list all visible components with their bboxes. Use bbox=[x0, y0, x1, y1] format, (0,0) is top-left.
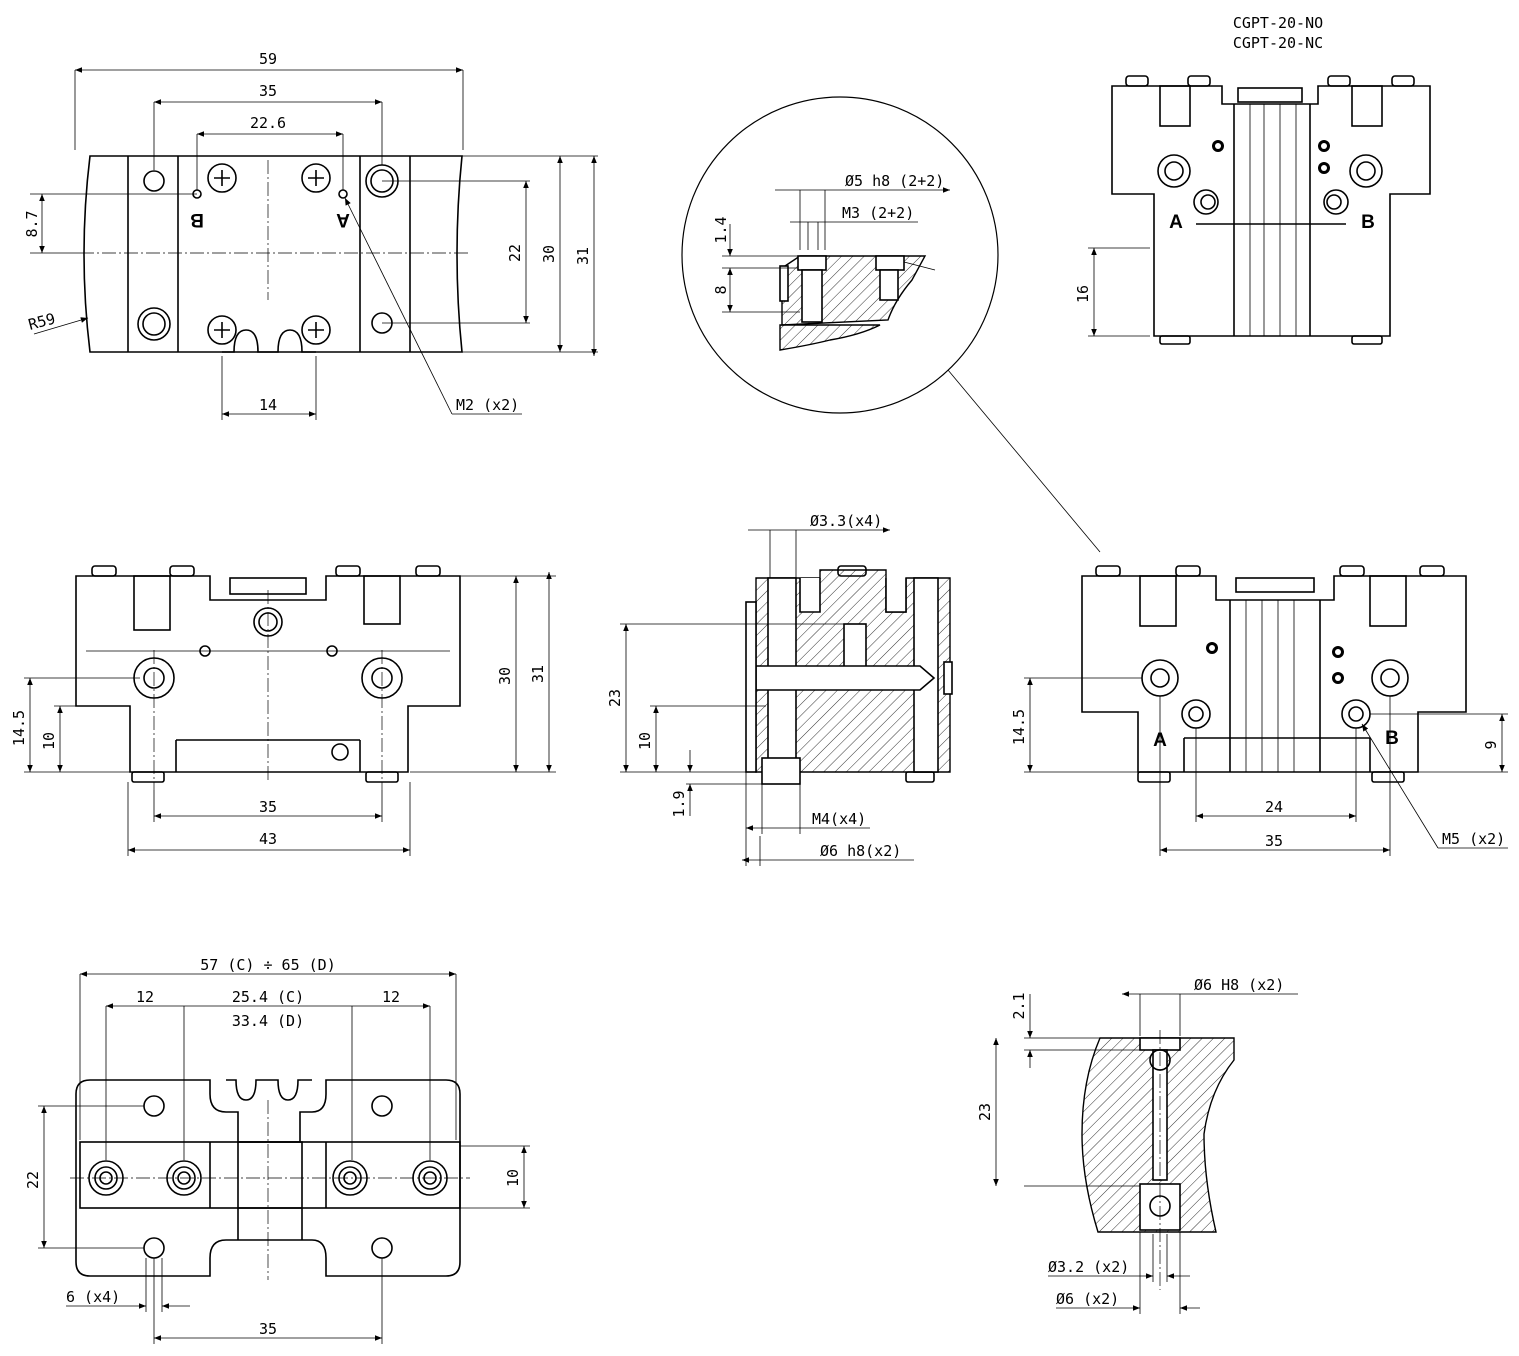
port-b-label: B bbox=[1361, 212, 1375, 233]
dim-m2: M2 (x2) bbox=[456, 396, 519, 414]
dim-35: 35 bbox=[259, 1320, 277, 1338]
dim-14-5: 14.5 bbox=[10, 710, 28, 746]
dim-12-right: 12 bbox=[382, 988, 400, 1006]
dim-6x4: 6 (x4) bbox=[66, 1288, 120, 1306]
detail-dim-1-4: 1.4 bbox=[712, 216, 730, 243]
section-view: Ø3.3(x4) 23 10 1.9 M4(x4) Ø6 h8(x2) bbox=[606, 512, 953, 866]
dim-33-4: 33.4 (D) bbox=[232, 1012, 304, 1030]
dim-23: 23 bbox=[976, 1103, 994, 1121]
dim-14: 14 bbox=[259, 396, 277, 414]
dim-30: 30 bbox=[496, 667, 514, 685]
dim-22-6: 22.6 bbox=[250, 114, 286, 132]
dim-59: 59 bbox=[259, 50, 277, 68]
dim-bore-6: Ø6 (x2) bbox=[1056, 1290, 1119, 1308]
dim-16: 16 bbox=[1074, 285, 1092, 303]
dim-10: 10 bbox=[636, 732, 654, 750]
detail-view: Ø5 h8 (2+2) M3 (2+2) 1.4 8 bbox=[681, 96, 1101, 553]
dim-r59: R59 bbox=[26, 309, 57, 333]
dim-25-4: 25.4 (C) bbox=[232, 988, 304, 1006]
dim-9: 9 bbox=[1482, 740, 1500, 749]
dim-30: 30 bbox=[540, 245, 558, 263]
dim-bore-3-3: Ø3.3(x4) bbox=[810, 512, 882, 530]
port-a-label: A bbox=[336, 209, 350, 230]
detail-bore-5: Ø5 h8 (2+2) bbox=[845, 172, 944, 190]
dim-m4: M4(x4) bbox=[812, 810, 866, 828]
dim-10: 10 bbox=[504, 1169, 522, 1187]
front-view: 30 31 14.5 10 35 43 bbox=[10, 565, 556, 856]
detail-m3: M3 (2+2) bbox=[842, 204, 914, 222]
dim-35: 35 bbox=[259, 82, 277, 100]
dim-31: 31 bbox=[529, 665, 547, 683]
port-b-label: B bbox=[190, 209, 204, 230]
dim-22: 22 bbox=[506, 244, 524, 262]
dim-2-1: 2.1 bbox=[1010, 992, 1028, 1019]
dim-22: 22 bbox=[24, 1171, 42, 1189]
bottom-view: 57 (C) ÷ 65 (D) 12 25.4 (C) 33.4 (D) 12 … bbox=[24, 956, 530, 1344]
dim-8-7: 8.7 bbox=[23, 210, 41, 237]
side-view-top-right: A B 16 bbox=[1074, 75, 1431, 345]
dim-31: 31 bbox=[574, 247, 592, 265]
dim-m5: M5 (x2) bbox=[1442, 830, 1505, 848]
dim-bore-6-h8: Ø6 H8 (x2) bbox=[1194, 976, 1284, 994]
dim-12-left: 12 bbox=[136, 988, 154, 1006]
dim-23: 23 bbox=[606, 689, 624, 707]
model-nc-label: CGPT-20-NC bbox=[1233, 34, 1323, 52]
dim-35: 35 bbox=[1265, 832, 1283, 850]
model-no-label: CGPT-20-NO bbox=[1233, 14, 1323, 32]
side-view-bottom-right: A B 14.5 9 24 35 M5 (x2) bbox=[1010, 565, 1508, 856]
dim-1-9: 1.9 bbox=[670, 790, 688, 817]
dim-10: 10 bbox=[40, 732, 58, 750]
port-b-label: B bbox=[1385, 728, 1399, 749]
port-a-label: A bbox=[1169, 212, 1183, 233]
dim-overall: 57 (C) ÷ 65 (D) bbox=[200, 956, 335, 974]
dim-pin-6: Ø6 h8(x2) bbox=[820, 842, 901, 860]
dim-bore-3-2: Ø3.2 (x2) bbox=[1048, 1258, 1129, 1276]
detail-dim-8: 8 bbox=[712, 285, 730, 294]
dim-24: 24 bbox=[1265, 798, 1283, 816]
jaw-section-view: Ø6 H8 (x2) 2.1 23 Ø3.2 (x2) Ø6 (x2) bbox=[976, 976, 1298, 1314]
dim-35: 35 bbox=[259, 798, 277, 816]
dim-43: 43 bbox=[259, 830, 277, 848]
top-view: B A 59 35 22.6 8.7 22 30 31 R59 bbox=[23, 50, 598, 420]
dim-14-5: 14.5 bbox=[1010, 709, 1028, 745]
